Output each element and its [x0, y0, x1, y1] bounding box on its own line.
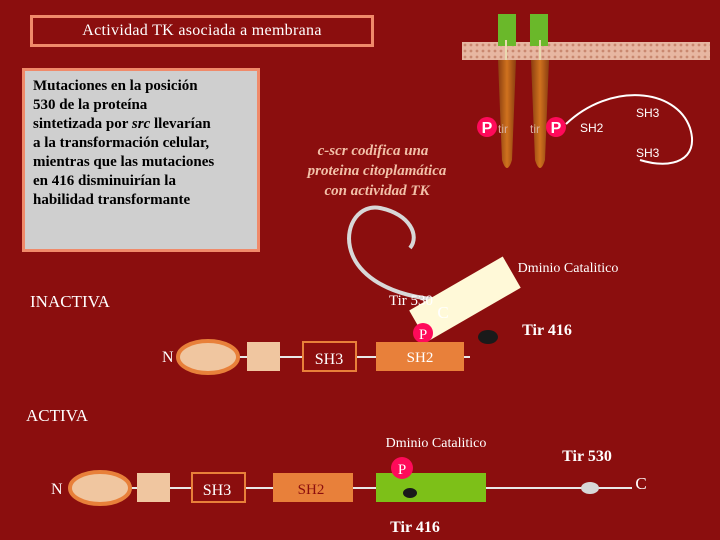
- receptor-tir-right-label: tir: [530, 122, 540, 136]
- info-line-with-italic: sintetizada por src llevarían: [33, 116, 211, 132]
- inactive-tir416-site: [478, 330, 498, 344]
- active-catalytic-domain: [376, 473, 486, 502]
- receptor-tir-left-label: tir: [498, 122, 508, 136]
- receptor-sh2-label: SH2: [580, 121, 604, 135]
- csrc-text-line: con actividad TK: [325, 183, 431, 199]
- active-sh2-label: SH2: [298, 482, 325, 498]
- info-italic-word: src: [131, 116, 151, 132]
- active-phospho-marker: [391, 457, 413, 479]
- active-n-terminal: N: [51, 481, 63, 498]
- receptor-phospho-right: [546, 117, 566, 137]
- inactive-sh3-label: SH3: [315, 351, 343, 368]
- receptor-sh3-bottom-label: SH3: [636, 146, 660, 160]
- inactive-tir416-label: Tir 416: [522, 322, 572, 339]
- active-n-domain: [68, 470, 132, 506]
- active-tir530-label: Tir 530: [562, 448, 612, 465]
- inactive-phospho-marker: [413, 323, 433, 343]
- active-p-label: P: [398, 462, 406, 478]
- active-tir416-label: Tir 416: [390, 519, 440, 536]
- cell-membrane: [462, 42, 710, 60]
- info-line: mientras que las mutaciones: [33, 154, 215, 170]
- inactive-unique-box: [247, 342, 280, 371]
- inactive-sh2-label: SH2: [407, 350, 434, 366]
- mutation-info-box: Mutaciones en la posición 530 de la prot…: [22, 68, 260, 252]
- active-sh3-label: SH3: [203, 482, 231, 499]
- inactive-linker: [347, 205, 441, 302]
- csrc-text-line: proteina citoplamática: [306, 163, 447, 179]
- active-catalytic-label: Dminio Catalitico: [386, 436, 487, 451]
- inactive-sh2-domain: [376, 342, 464, 371]
- receptor-phospho-left: [477, 117, 497, 137]
- receptor-sh3-top-label: SH3: [636, 106, 660, 120]
- inactive-n-terminal: N: [162, 349, 174, 366]
- receptor-p-right-label: P: [551, 120, 562, 137]
- inactive-n-domain: [176, 339, 240, 375]
- inactive-sh3-domain: [302, 341, 357, 372]
- active-state-label: ACTIVA: [26, 406, 89, 425]
- src-chain-path: [565, 94, 693, 165]
- inactive-tir530-label: Tir 530: [389, 293, 433, 309]
- receptor-extracellular-left: [498, 14, 516, 46]
- receptor-cytoplasmic-left: [498, 60, 516, 168]
- info-line: habilidad transformante: [33, 192, 191, 208]
- active-sh3-domain: [191, 472, 246, 503]
- active-tir530-site: [581, 482, 599, 494]
- receptor-cytoplasmic-right: [531, 60, 549, 168]
- info-line: en 416 disminuirían la: [33, 173, 176, 189]
- slide-title: Actividad TK asociada a membrana: [30, 15, 374, 47]
- active-unique-box: [137, 473, 170, 502]
- inactive-catalytic-label: Dminio Catalitico: [518, 261, 619, 276]
- active-c-terminal: C: [635, 474, 646, 493]
- active-tir416-site: [403, 488, 417, 498]
- info-line: 530 de la proteína: [33, 97, 148, 113]
- receptor-extracellular-right: [530, 14, 548, 46]
- inactive-c-terminal: C: [437, 303, 448, 322]
- inactive-p-label: P: [419, 327, 427, 343]
- info-line: Mutaciones en la posición: [33, 78, 198, 94]
- receptor-p-left-label: P: [482, 120, 493, 137]
- inactive-catalytic-domain: [409, 256, 521, 342]
- info-line: a la transformación celular,: [33, 135, 210, 151]
- active-sh2-domain: [273, 473, 353, 502]
- inactive-state-label: INACTIVA: [30, 292, 111, 311]
- csrc-text-line: c-scr codifica una: [318, 143, 429, 159]
